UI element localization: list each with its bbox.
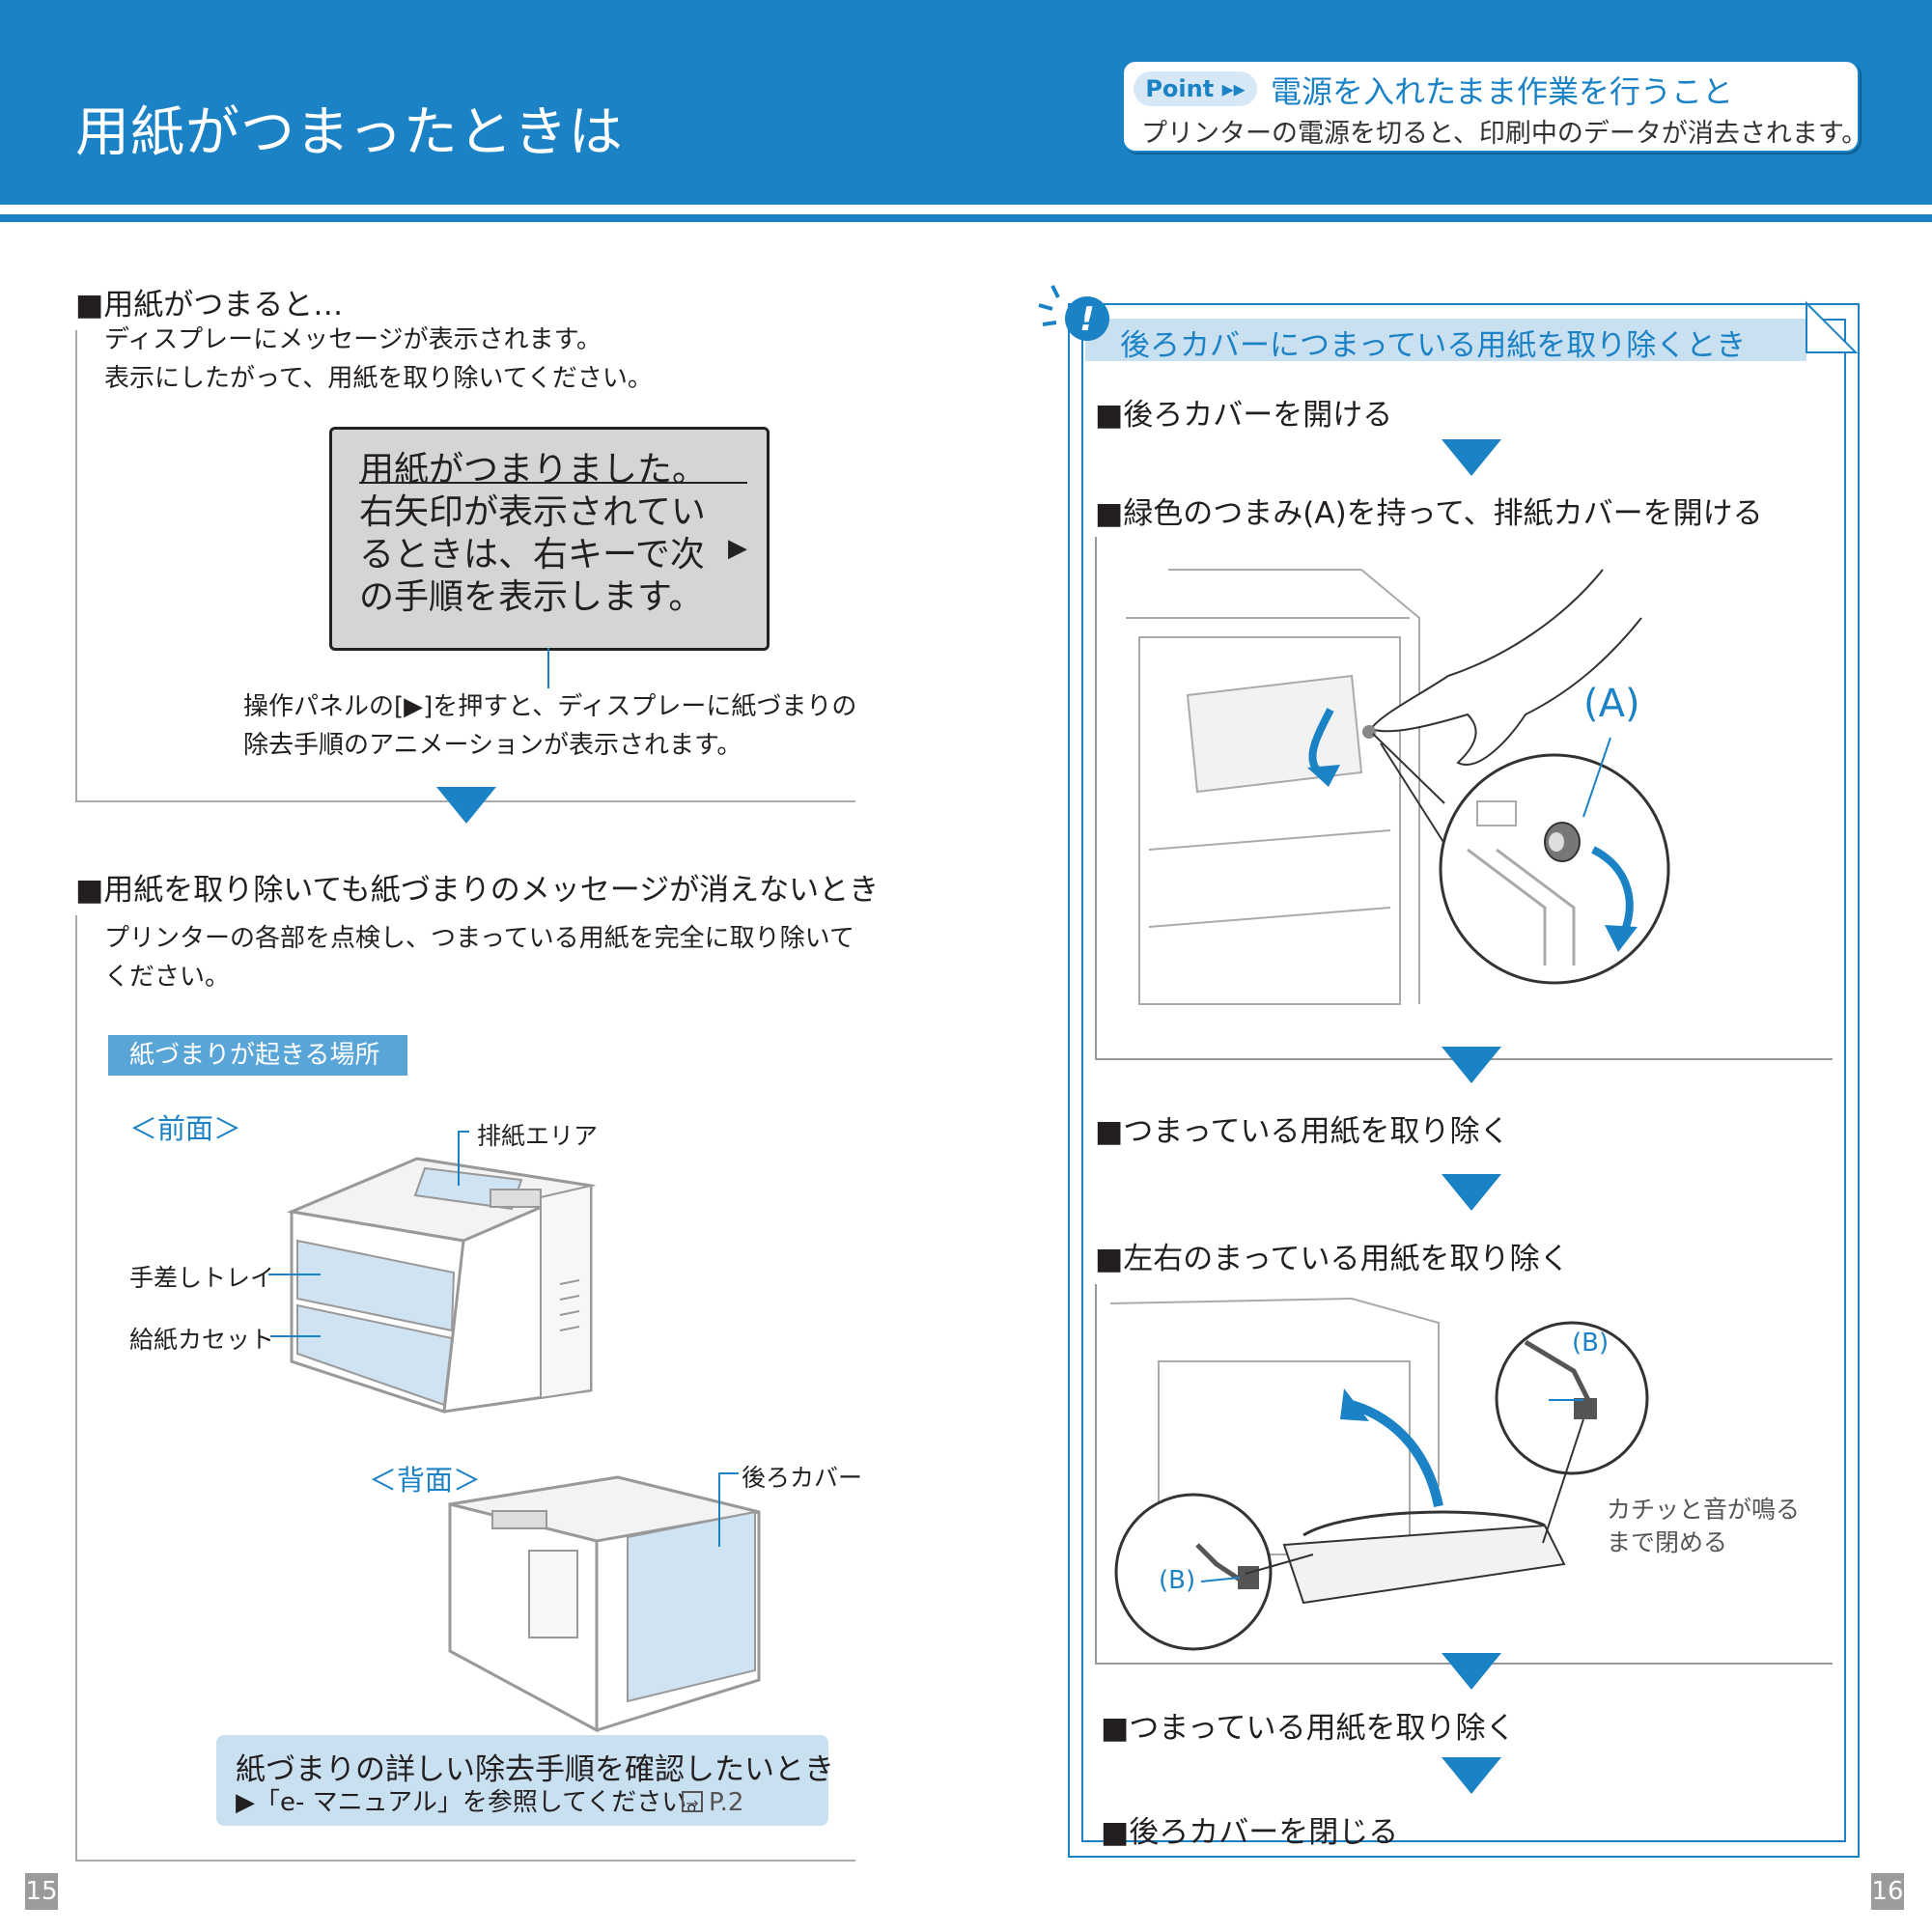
manual-reference-box: 紙づまりの詳しい除去手順を確認したいとき ▶「e- マニュアル」を参照してくださ…: [216, 1735, 834, 1826]
manual-tray-label: 手差しトレイ: [129, 1264, 275, 1292]
page-title: 用紙がつまったときは: [75, 101, 624, 164]
section2-line-1: プリンターの各部を点検し、つまっている用紙を完全に取り除いて: [104, 924, 854, 953]
front-view-label: ＜前面＞: [129, 1112, 242, 1145]
display-caption-line-1: 操作パネルの[▶]を押すと、ディスプレーに紙づまりの: [243, 692, 857, 721]
back-printer-illustration: [448, 1472, 761, 1733]
lever-b-label-1: (B): [1572, 1329, 1610, 1358]
section1-line-1: ディスプレーにメッセージが表示されます。: [104, 325, 602, 354]
click-note-line-2: まで閉める: [1607, 1528, 1728, 1556]
tip-exclamation-icon: !: [1038, 285, 1109, 341]
section1-left-rule: [75, 330, 77, 801]
step2-left-rule: [1095, 537, 1097, 1058]
cassette-label: 給紙カセット: [129, 1326, 275, 1354]
display-message-panel: 用紙がつまりました。 右矢印が表示されてい るときは、右キーで次 の手順を表示し…: [329, 427, 770, 651]
display-right-arrow-icon: ▶: [728, 534, 747, 563]
manual-reference-page[interactable]: P.2: [709, 1788, 744, 1817]
output-area-label: 排紙エリア: [477, 1122, 599, 1150]
step-open-output-cover: ■緑色のつまみ(A)を持って、排紙カバーを開ける: [1095, 496, 1763, 531]
display-caption-leader: [547, 648, 549, 688]
point-title: 電源を入れたまま作業を行うこと: [1271, 73, 1734, 110]
step4-left-rule: [1095, 1284, 1097, 1663]
point-box: Point ▸▸ 電源を入れたまま作業を行うこと プリンターの電源を切ると、印刷…: [1122, 60, 1867, 153]
point-text: プリンターの電源を切ると、印刷中のデータが消去されます。: [1141, 119, 1868, 149]
display-line-4: の手順を表示します。: [359, 577, 704, 617]
lever-b-label-2: (B): [1159, 1566, 1196, 1595]
header-rule: [0, 214, 1932, 222]
procedure-title-band: [1085, 319, 1806, 361]
knob-a-label: (A): [1583, 682, 1640, 726]
page-link-icon: →: [682, 1791, 703, 1812]
jam-location-label: 紙づまりが起きる場所: [108, 1035, 407, 1076]
svg-text:!: !: [1079, 300, 1095, 339]
display-underline: [359, 482, 747, 484]
step-remove-jammed-paper-1: ■つまっている用紙を取り除く: [1095, 1114, 1510, 1149]
step-remove-jammed-paper-2: ■つまっている用紙を取り除く: [1101, 1711, 1516, 1746]
procedure-title: 後ろカバーにつまっている用紙を取り除くとき: [1120, 328, 1747, 363]
point-tag: Point ▸▸: [1134, 71, 1257, 106]
flow-arrow-down-icon: [1442, 1757, 1501, 1794]
close-cover-illustration: [1109, 1297, 1649, 1651]
front-printer-illustration: [268, 1131, 597, 1414]
open-output-cover-illustration: [1126, 569, 1670, 1005]
manual-reference-title: 紙づまりの詳しい除去手順を確認したいとき: [236, 1752, 834, 1787]
section2-line-2: ください。: [104, 963, 231, 992]
display-line-3: るときは、右キーで次: [359, 535, 705, 574]
section2-bottom-rule: [75, 1860, 855, 1862]
page-number-right: 16: [1871, 1873, 1904, 1910]
manual-reference-text: ▶「e- マニュアル」を参照してください。: [236, 1788, 713, 1817]
page-number-left: 15: [25, 1873, 58, 1910]
step-remove-left-right-paper: ■左右のまっている用紙を取り除く: [1095, 1242, 1570, 1276]
step-close-rear-cover: ■後ろカバーを閉じる: [1101, 1815, 1399, 1850]
flow-arrow-down-icon: [1442, 1653, 1501, 1690]
display-caption-line-2: 除去手順のアニメーションが表示されます。: [243, 731, 742, 760]
display-line-2: 右矢印が表示されてい: [359, 492, 706, 532]
section-heading-jam: ■用紙がつまると…: [75, 288, 344, 322]
section2-left-rule: [75, 915, 77, 1860]
step-open-rear-cover: ■後ろカバーを開ける: [1095, 398, 1393, 433]
flow-arrow-down-icon: [1442, 439, 1501, 476]
section1-line-2: 表示にしたがって、用紙を取り除いてください。: [104, 364, 653, 393]
folded-corner-icon: [1806, 300, 1859, 353]
rear-cover-procedure-frame: [1068, 303, 1860, 1858]
back-view-label: ＜背面＞: [369, 1464, 482, 1497]
section-heading-message-remains: ■用紙を取り除いても紙づまりのメッセージが消えないとき: [75, 873, 880, 908]
flow-arrow-down-icon: [1442, 1047, 1501, 1083]
rear-cover-label: 後ろカバー: [742, 1464, 863, 1492]
click-note-line-1: カチッと音が鳴る: [1607, 1496, 1801, 1524]
flow-arrow-down-icon: [1442, 1174, 1501, 1211]
flow-arrow-down-icon: [436, 787, 496, 824]
